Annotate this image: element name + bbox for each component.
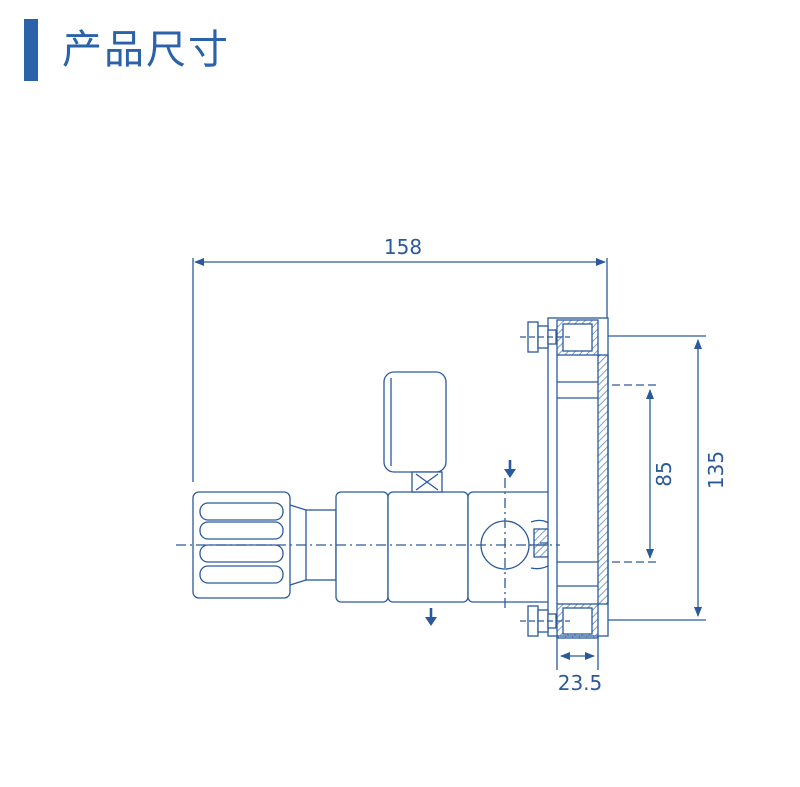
dimension-23-5 xyxy=(556,636,599,670)
handwheel xyxy=(192,491,307,599)
page-title: 产品尺寸 xyxy=(62,27,230,73)
header-accent-bar xyxy=(24,19,38,81)
section-header: 产品尺寸 xyxy=(24,18,230,82)
label-135: 135 xyxy=(704,451,728,489)
label-158: 158 xyxy=(384,235,422,259)
centerlines xyxy=(176,478,560,610)
dimension-158 xyxy=(192,258,608,482)
label-23-5: 23.5 xyxy=(558,671,603,695)
dimension-85 xyxy=(612,384,656,563)
pressure-gauge xyxy=(383,371,447,493)
flow-arrow-out xyxy=(425,608,437,626)
dimension-135 xyxy=(608,335,706,621)
bolt-bottom xyxy=(520,605,570,637)
flow-arrow-in xyxy=(504,460,516,478)
label-85: 85 xyxy=(652,461,676,486)
mounting-bracket xyxy=(547,317,609,639)
bolt-top xyxy=(520,321,570,353)
